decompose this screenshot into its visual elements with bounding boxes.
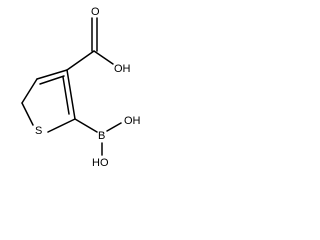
atom-hydroxyl-boron-1: OH [124, 115, 141, 127]
bond-c3-c4 [36, 69, 68, 80]
bond-c3-ccarboxyl [66, 50, 95, 71]
bond-c4-c5 [21, 78, 38, 104]
bond-c3-c4-inner [39, 75, 65, 85]
bond-c2-c3 [66, 69, 76, 120]
bond-b-oh [106, 122, 122, 132]
atom-hydroxyl-boron-2: HO [92, 157, 109, 169]
bond-c2-c3-inner [62, 76, 70, 115]
chemical-structure: O OH S B OH HO [21, 6, 141, 169]
atom-sulfur: S [35, 125, 42, 137]
bond-c5-s [21, 102, 34, 126]
atom-boron: B [98, 130, 105, 142]
atom-hydroxyl-acid: OH [114, 63, 131, 75]
bond-s-c2 [47, 118, 76, 133]
bond-c2-b [74, 118, 98, 133]
bond-ccarboxyl-oh [93, 50, 114, 65]
atom-oxygen-carbonyl: O [91, 6, 100, 18]
